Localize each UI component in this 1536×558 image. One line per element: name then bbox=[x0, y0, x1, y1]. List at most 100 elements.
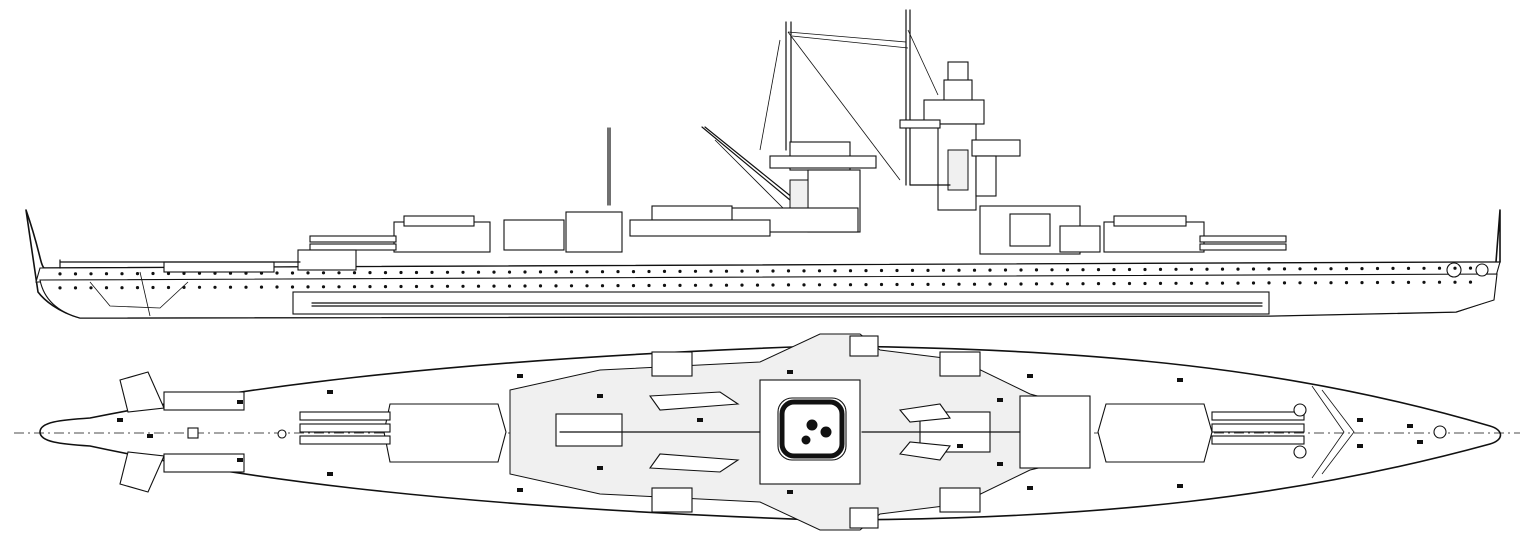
porthole bbox=[1127, 267, 1132, 272]
porthole bbox=[709, 269, 713, 273]
porthole bbox=[492, 270, 496, 274]
porthole bbox=[523, 284, 527, 288]
deck-fitting bbox=[1177, 378, 1183, 382]
deck-fitting bbox=[997, 398, 1003, 402]
porthole bbox=[585, 270, 589, 274]
porthole bbox=[1065, 282, 1070, 286]
porthole bbox=[802, 283, 806, 287]
porthole bbox=[1143, 281, 1147, 286]
porthole bbox=[197, 285, 202, 289]
porthole bbox=[321, 285, 326, 289]
porthole bbox=[585, 284, 589, 288]
porthole bbox=[430, 270, 434, 274]
deck-plan-structures bbox=[119, 333, 1447, 531]
porthole bbox=[352, 271, 357, 275]
porthole bbox=[616, 284, 620, 288]
aft-superstructure bbox=[629, 141, 877, 237]
deck-fitting bbox=[1407, 424, 1413, 428]
porthole bbox=[1019, 268, 1023, 272]
porthole bbox=[368, 271, 372, 275]
porthole bbox=[1298, 281, 1302, 285]
deck-fitting bbox=[997, 462, 1003, 466]
porthole bbox=[988, 268, 992, 272]
porthole bbox=[290, 285, 295, 289]
porthole bbox=[569, 284, 574, 288]
porthole bbox=[461, 284, 465, 288]
porthole bbox=[833, 283, 837, 287]
porthole bbox=[430, 284, 434, 288]
porthole bbox=[445, 284, 450, 288]
porthole bbox=[631, 284, 636, 288]
porthole bbox=[1189, 281, 1194, 285]
porthole bbox=[166, 271, 171, 276]
porthole bbox=[337, 285, 341, 289]
porthole bbox=[399, 270, 403, 275]
porthole bbox=[709, 283, 713, 287]
porthole bbox=[616, 270, 620, 274]
porthole bbox=[740, 269, 744, 273]
porthole bbox=[678, 283, 682, 287]
porthole bbox=[724, 283, 729, 287]
deck-fitting bbox=[1027, 486, 1033, 490]
porthole bbox=[1329, 281, 1333, 285]
porthole bbox=[740, 283, 744, 287]
deck-fitting bbox=[117, 418, 123, 422]
porthole bbox=[1267, 267, 1271, 271]
porthole bbox=[352, 285, 357, 289]
porthole bbox=[864, 269, 868, 273]
porthole bbox=[306, 285, 310, 289]
deck-fitting bbox=[787, 370, 793, 374]
main-tower bbox=[899, 61, 1021, 211]
porthole bbox=[1112, 282, 1116, 286]
deck-fitting bbox=[517, 374, 523, 378]
deck-fitting bbox=[1417, 440, 1423, 444]
deck-fitting bbox=[1177, 484, 1183, 488]
porthole bbox=[1174, 281, 1178, 285]
porthole bbox=[399, 284, 403, 289]
portholes bbox=[58, 266, 1473, 290]
deck-fitting bbox=[327, 472, 333, 476]
porthole bbox=[492, 284, 496, 288]
porthole bbox=[600, 270, 605, 274]
porthole bbox=[337, 271, 341, 275]
deck-fitting bbox=[237, 458, 243, 462]
plan-view bbox=[14, 333, 1520, 531]
porthole bbox=[368, 285, 372, 289]
porthole bbox=[1282, 267, 1287, 271]
porthole bbox=[275, 285, 279, 289]
porthole bbox=[1236, 267, 1240, 271]
porthole bbox=[1360, 267, 1364, 271]
porthole bbox=[1034, 282, 1039, 286]
porthole bbox=[755, 283, 760, 287]
porthole bbox=[879, 268, 884, 273]
porthole bbox=[1220, 267, 1225, 271]
porthole bbox=[275, 271, 279, 275]
porthole bbox=[554, 284, 558, 288]
porthole bbox=[1174, 267, 1178, 271]
porthole bbox=[1251, 281, 1256, 285]
porthole bbox=[414, 270, 419, 275]
porthole bbox=[1437, 266, 1442, 270]
porthole bbox=[383, 285, 388, 289]
porthole bbox=[476, 284, 481, 288]
porthole bbox=[662, 269, 667, 273]
porthole bbox=[104, 272, 109, 276]
porthole bbox=[73, 272, 78, 276]
porthole bbox=[1096, 268, 1101, 272]
porthole bbox=[321, 271, 326, 275]
porthole bbox=[1205, 267, 1209, 271]
deck-fitting bbox=[1027, 374, 1033, 378]
porthole bbox=[910, 282, 915, 286]
porthole bbox=[1453, 266, 1457, 270]
porthole bbox=[1003, 282, 1008, 286]
hull-side bbox=[25, 209, 1501, 319]
porthole bbox=[228, 285, 233, 289]
porthole bbox=[244, 271, 248, 275]
main-turrets bbox=[59, 205, 1287, 273]
porthole bbox=[523, 270, 527, 274]
porthole bbox=[1422, 280, 1426, 284]
deck-fitting bbox=[787, 490, 793, 494]
porthole bbox=[1422, 266, 1426, 270]
porthole bbox=[1065, 268, 1070, 272]
porthole bbox=[1081, 268, 1085, 272]
